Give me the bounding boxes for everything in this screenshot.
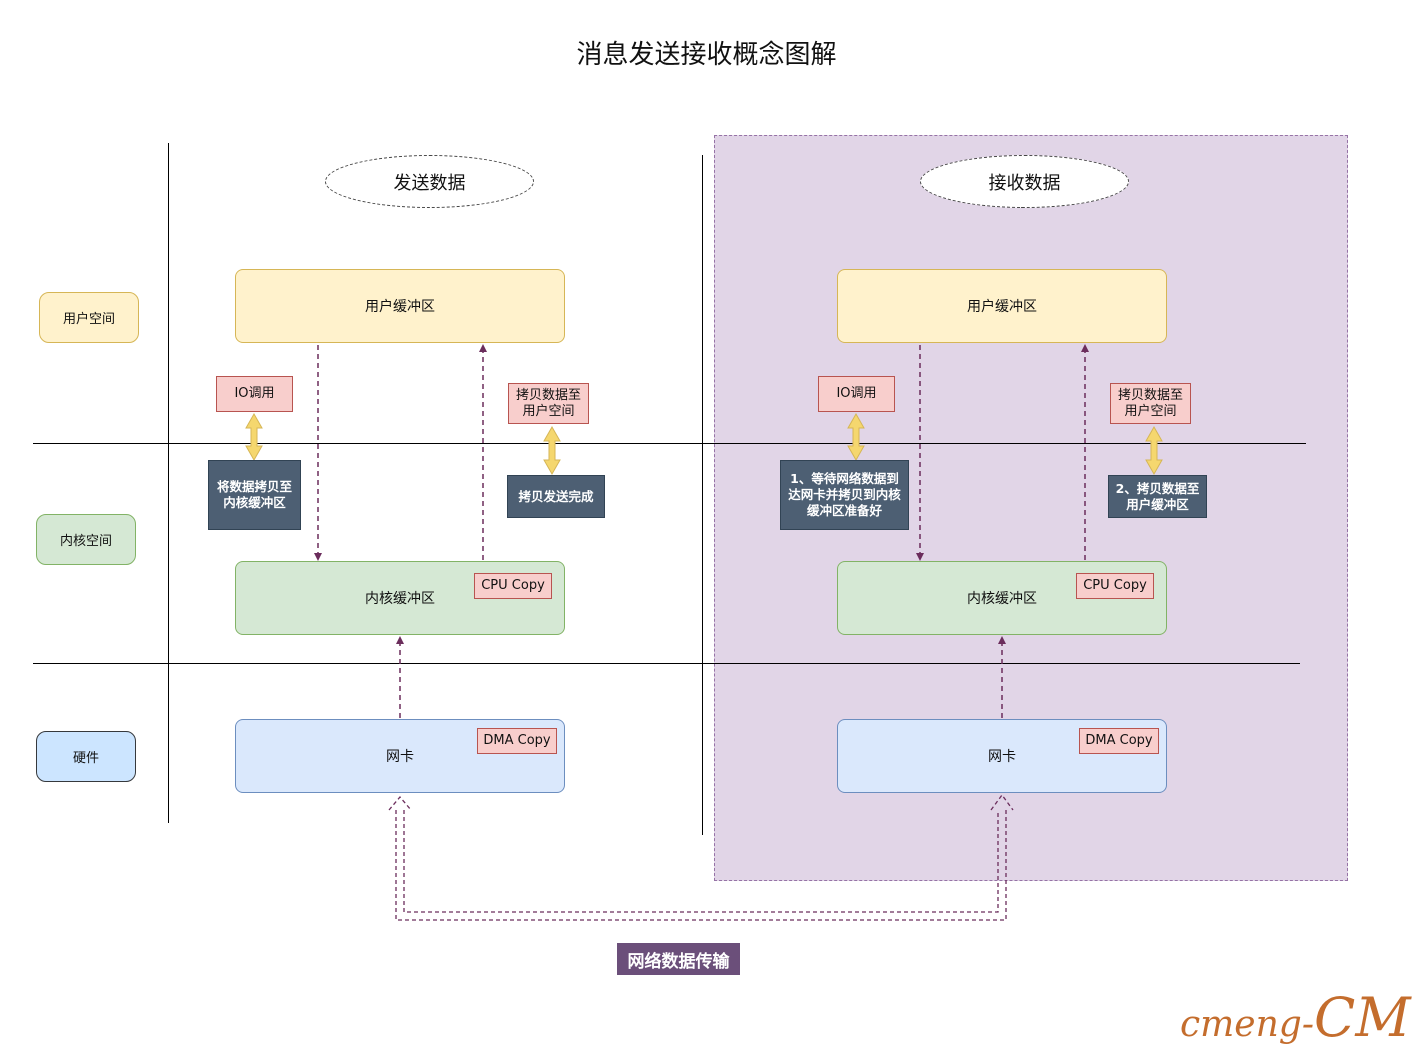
column-divider — [702, 155, 703, 835]
send-copy-to-user-tag: 拷贝数据至 用户空间 — [508, 383, 589, 424]
receive-dma-copy-tag: DMA Copy — [1079, 728, 1159, 754]
row-label-user-space: 用户空间 — [39, 292, 139, 343]
receive-note-wait-data: 1、等待网络数据到 达网卡并拷贝到内核 缓冲区准备好 — [780, 460, 909, 530]
watermark-right: CM — [1314, 986, 1411, 1049]
receive-io-call-tag: IO调用 — [818, 376, 895, 412]
send-cpu-copy-tag: CPU Copy — [474, 573, 552, 599]
send-copy-double-arrow — [543, 425, 561, 476]
watermark-logo: cmeng-CM — [1180, 986, 1411, 1049]
receive-copy-to-user-tag: 拷贝数据至 用户空间 — [1110, 383, 1191, 424]
kernel-hardware-divider — [33, 663, 1300, 664]
row-label-hardware: 硬件 — [36, 731, 136, 782]
receive-user-buffer: 用户缓冲区 — [837, 269, 1167, 343]
receive-copy-double-arrow — [1145, 425, 1163, 476]
send-note-send-complete: 拷贝发送完成 — [507, 475, 605, 518]
row-label-kernel-space: 内核空间 — [36, 514, 136, 565]
send-dma-copy-tag: DMA Copy — [477, 728, 557, 754]
user-kernel-divider — [33, 443, 1306, 444]
send-user-buffer: 用户缓冲区 — [235, 269, 565, 343]
receive-note-copy-to-user: 2、拷贝数据至 用户缓冲区 — [1108, 475, 1207, 518]
page-title: 消息发送接收概念图解 — [576, 39, 837, 70]
network-transfer-label: 网络数据传输 — [617, 943, 740, 975]
row-header-divider — [168, 143, 169, 823]
network-transfer-arrow — [388, 793, 1014, 921]
send-io-double-arrow — [245, 412, 263, 462]
send-io-call-tag: IO调用 — [216, 376, 293, 412]
receive-cpu-copy-tag: CPU Copy — [1076, 573, 1154, 599]
send-note-copy-to-kernel: 将数据拷贝至 内核缓冲区 — [208, 460, 301, 530]
receive-data-header: 接收数据 — [920, 155, 1129, 208]
watermark-left: cmeng- — [1180, 1004, 1314, 1045]
receive-io-double-arrow — [847, 412, 865, 462]
send-data-header: 发送数据 — [325, 155, 534, 208]
